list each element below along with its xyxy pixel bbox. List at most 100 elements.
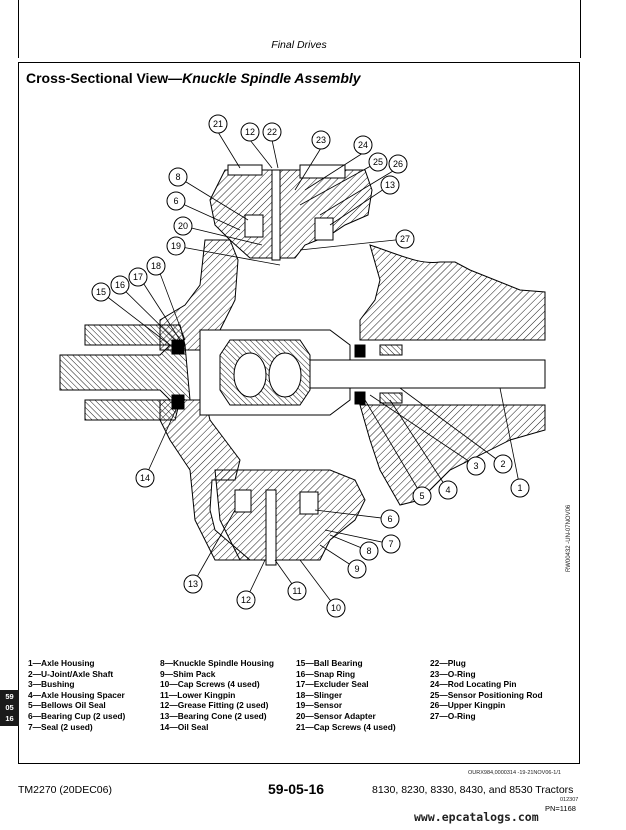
callout-9: 9 [347, 559, 367, 579]
svg-text:5: 5 [419, 491, 424, 501]
legend-item: 7—Seal (2 used) [28, 721, 93, 732]
footer-date-code: 012307 [560, 797, 579, 803]
legend-item: 14—Oil Seal [160, 721, 209, 732]
callout-11: 11 [287, 581, 307, 601]
svg-text:11: 11 [292, 586, 301, 596]
legend-item: 22—Plug [430, 658, 466, 668]
legend-item: 4—Axle Housing Spacer [28, 689, 125, 700]
svg-text:6: 6 [173, 196, 178, 206]
svg-text:16: 16 [115, 280, 125, 290]
legend-col-4: 22—Plug 23—O-Ring 24—Rod Locating Pin 25… [430, 658, 543, 722]
legend-item: 10—Cap Screws (4 used) [160, 679, 260, 690]
callout-4: 4 [438, 480, 458, 500]
svg-text:22: 22 [267, 127, 277, 137]
svg-text:13: 13 [188, 579, 198, 589]
svg-text:17: 17 [133, 272, 143, 282]
svg-text:12: 12 [241, 595, 251, 605]
callout-6-top: 6 [166, 191, 186, 211]
cross-section-drawing: 21 12 22 23 24 25 26 13 8 6 20 27 19 18 … [59, 114, 546, 618]
legend-item: 17—Excluder Seal [296, 679, 369, 690]
footer-pn: PN=1168 [545, 804, 576, 813]
svg-text:6: 6 [387, 514, 392, 524]
svg-text:20: 20 [178, 221, 188, 231]
svg-text:13: 13 [385, 180, 395, 190]
footer-page-number: 59-05-16 [268, 781, 325, 797]
svg-text:21: 21 [213, 119, 223, 129]
legend-item: 27—O-Ring [430, 710, 476, 721]
header-section-title: Final Drives [271, 39, 327, 51]
callout-2: 2 [493, 454, 513, 474]
callout-15: 15 [91, 282, 111, 302]
callout-27: 27 [395, 229, 415, 249]
legend-item: 3—Bushing [28, 679, 75, 690]
legend-item: 9—Shim Pack [160, 668, 216, 679]
header-left-line [18, 0, 19, 58]
legend-item: 2—U-Joint/Axle Shaft [28, 668, 114, 679]
callout-23: 23 [311, 130, 331, 150]
svg-text:12: 12 [245, 127, 255, 137]
legend-item: 13—Bearing Cone (2 used) [160, 710, 267, 721]
svg-text:3: 3 [473, 461, 478, 471]
callout-18: 18 [146, 256, 166, 276]
legend-item: 8—Knuckle Spindle Housing [160, 658, 275, 668]
legend-item: 16—Snap Ring [296, 668, 356, 679]
header-frame [18, 0, 581, 58]
svg-text:1: 1 [517, 483, 522, 493]
legend-item: 26—Upper Kingpin [430, 700, 506, 711]
callout-25: 25 [368, 152, 388, 172]
legend-item: 23—O-Ring [430, 668, 476, 679]
callout-12-bottom: 12 [236, 590, 256, 610]
svg-text:9: 9 [354, 564, 359, 574]
svg-text:15: 15 [96, 287, 106, 297]
callout-7: 7 [381, 534, 401, 554]
callout-14: 14 [135, 468, 155, 488]
callout-5: 5 [412, 486, 432, 506]
svg-text:26: 26 [393, 159, 403, 169]
callout-3: 3 [466, 456, 486, 476]
callout-6-bottom: 6 [380, 509, 400, 529]
callout-26: 26 [388, 154, 408, 174]
callout-group: 21 12 22 23 24 25 26 13 8 6 20 27 19 18 … [91, 114, 530, 618]
legend-item: 21—Cap Screws (4 used) [296, 721, 396, 732]
callout-8-bottom: 8 [359, 541, 379, 561]
callout-24: 24 [353, 135, 373, 155]
legend-item: 20—Sensor Adapter [296, 710, 376, 721]
svg-text:10: 10 [331, 603, 341, 613]
svg-text:23: 23 [316, 135, 326, 145]
legend-col-1: 1—Axle Housing 2—U-Joint/Axle Shaft 3—Bu… [28, 658, 125, 732]
figure-id: RW00432 -UN-07NOV06 [566, 504, 572, 572]
svg-text:8: 8 [366, 546, 371, 556]
callout-22: 22 [262, 122, 282, 142]
svg-text:25: 25 [373, 157, 383, 167]
svg-text:8: 8 [175, 172, 180, 182]
svg-text:27: 27 [400, 234, 410, 244]
legend-item: 15—Ball Bearing [296, 658, 363, 668]
legend-item: 11—Lower Kingpin [160, 689, 236, 700]
side-section-tab: 59 05 16 [0, 690, 19, 726]
legend-item: 24—Rod Locating Pin [430, 679, 517, 690]
callout-17: 17 [128, 267, 148, 287]
legend-item: 19—Sensor [296, 700, 343, 711]
callout-8-top: 8 [168, 167, 188, 187]
callout-12-top: 12 [240, 122, 260, 142]
svg-text:18: 18 [151, 261, 161, 271]
svg-text:7: 7 [388, 539, 393, 549]
watermark-link[interactable]: www.epcatalogs.com [414, 810, 539, 824]
svg-text:2: 2 [500, 459, 505, 469]
svg-text:24: 24 [358, 140, 368, 150]
legend-item: 1—Axle Housing [28, 658, 95, 668]
callout-13-bottom: 13 [183, 574, 203, 594]
legend-item: 5—Bellows Oil Seal [28, 700, 106, 711]
callout-10: 10 [326, 598, 346, 618]
callout-1: 1 [510, 478, 530, 498]
legend-item: 12—Grease Fitting (2 used) [160, 700, 269, 711]
legend-item: 18—Slinger [296, 689, 343, 700]
footer-models: 8130, 8230, 8330, 8430, and 8530 Tractor… [372, 784, 574, 796]
legend-col-3: 15—Ball Bearing 16—Snap Ring 17—Excluder… [296, 658, 396, 732]
callout-20: 20 [173, 216, 193, 236]
callout-13-top: 13 [380, 175, 400, 195]
callout-19: 19 [166, 236, 186, 256]
svg-text:19: 19 [171, 241, 181, 251]
figure-title: Cross-Sectional View—Knuckle Spindle Ass… [26, 70, 361, 86]
legend-col-2: 8—Knuckle Spindle Housing 9—Shim Pack 10… [160, 658, 274, 732]
